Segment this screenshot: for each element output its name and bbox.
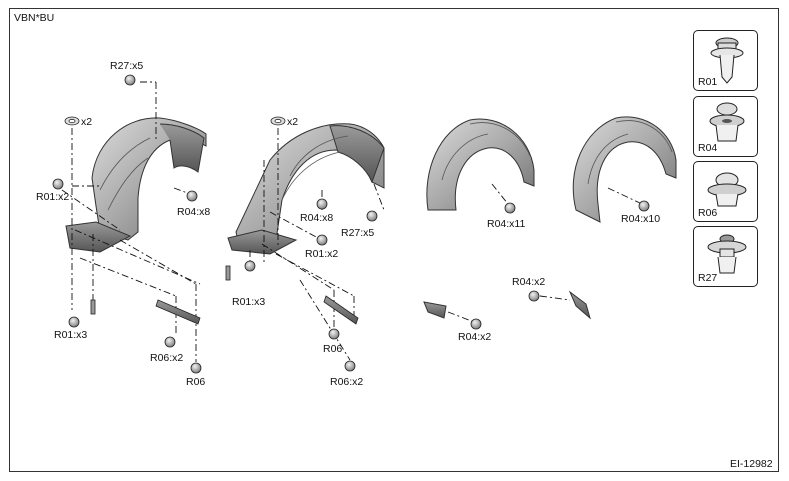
callout-r04-rear-rh-small: R04:x2	[512, 276, 546, 288]
figure-id: EI-12982	[730, 458, 773, 470]
callout-r04-rear-rh-main: R04:x10	[621, 213, 661, 225]
callout-r06-rh-single: R06	[323, 343, 343, 355]
fastener-icons	[52, 74, 650, 374]
callout-r04-rh-mid: R04:x8	[300, 212, 334, 224]
legend-code-r04: R04	[698, 142, 718, 154]
callout-washer-rh: x2	[287, 116, 299, 128]
callout-r01-rh-mid: R01:x2	[305, 248, 339, 260]
clip-r06-icon	[707, 172, 747, 207]
diagram-frame	[9, 8, 779, 472]
legend-item-r04: R04	[693, 96, 758, 157]
callout-r01-lh-side: R01:x2	[36, 191, 70, 203]
front-rh-mudguard	[227, 123, 385, 255]
clip-r04-icon	[709, 102, 745, 142]
legend-item-r06: R06	[693, 161, 758, 222]
callout-r27-lh-top: R27:x5	[110, 60, 144, 72]
front-lh-leader-lines	[61, 81, 201, 362]
legend-item-r27: R27	[693, 226, 758, 287]
callout-washer-lh: x2	[81, 116, 93, 128]
rear-lh-mudguard	[423, 118, 535, 323]
callout-r04-rear-lh-small: R04:x2	[458, 331, 492, 343]
front-lh-mudguard	[65, 117, 207, 253]
callout-r06-lh-single: R06	[186, 376, 206, 388]
legend-code-r01: R01	[698, 76, 718, 88]
callout-r06-lh-bottom: R06:x2	[150, 352, 184, 364]
callout-r01-rh-bottom: R01:x3	[232, 296, 266, 308]
callout-r06-rh-bottom: R06:x2	[330, 376, 364, 388]
callout-r04-rear-lh-main: R04:x11	[487, 218, 526, 230]
legend-item-r01: R01	[693, 30, 758, 91]
push-rivet-r01-icon	[710, 37, 744, 84]
rear-rh-mudguard	[539, 116, 677, 320]
legend-code-r06: R06	[698, 207, 718, 219]
callout-r01-lh-bottom: R01:x3	[54, 329, 88, 341]
callout-r04-lh-side: R04:x8	[177, 206, 211, 218]
callout-r27-rh-side: R27:x5	[341, 227, 375, 239]
legend-code-r27: R27	[698, 272, 718, 284]
clip-r27-icon	[707, 234, 747, 274]
model-code: VBN*BU	[14, 12, 55, 24]
